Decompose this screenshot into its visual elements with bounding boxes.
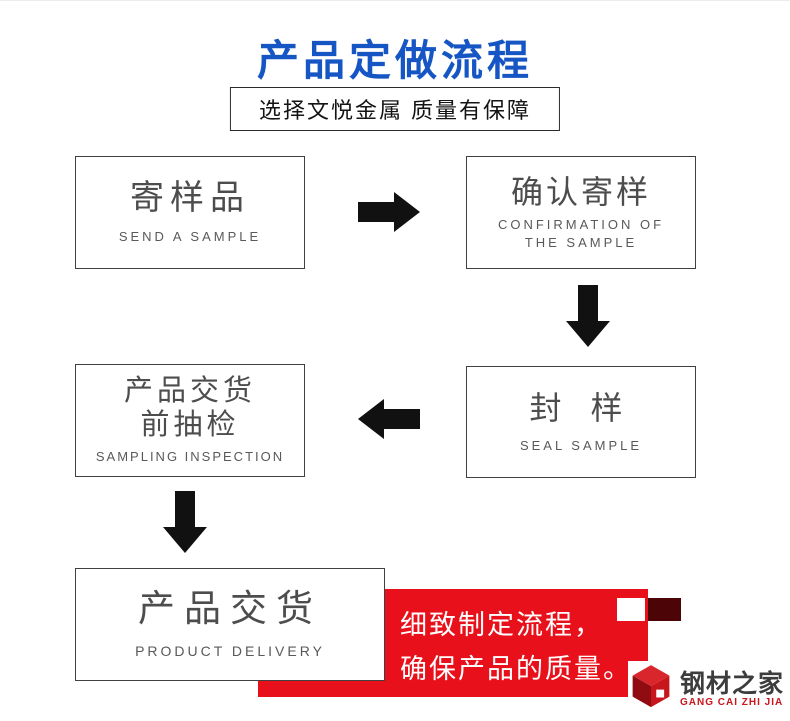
banner-line1: 细致制定流程，: [400, 610, 603, 640]
step-cn-label: 封 样: [529, 389, 633, 426]
step-en-label: PRODUCT DELIVERY: [135, 643, 325, 660]
page-title: 产品定做流程: [256, 37, 533, 84]
arrow-left-icon: [358, 397, 420, 441]
step-en-label: SAMPLING INSPECTION: [95, 449, 285, 465]
arrow-down-icon: [565, 285, 611, 347]
step-en-label: SEAL SAMPLE: [519, 437, 643, 453]
flow-step-seal-sample: 封 样 SEAL SAMPLE: [466, 366, 696, 478]
decor-square-white: [617, 598, 645, 621]
flow-step-confirm-sample: 确认寄样 CONFIRMATION OF THE SAMPLE: [466, 156, 696, 269]
step-cn-label: 产品交货 前抽检: [123, 375, 256, 441]
step-cn-label: 确认寄样: [510, 173, 651, 210]
step-en-label: SEND A SAMPLE: [118, 229, 262, 245]
cube-icon: [630, 663, 672, 716]
brand-name: 钢材之家: [680, 669, 785, 698]
page-subtitle: 选择文悦金属 质量有保障: [229, 87, 561, 131]
step-en-label: CONFIRMATION OF THE SAMPLE: [497, 217, 665, 250]
brand-logo: 钢材之家 GANG CAI ZHI JIA: [628, 661, 789, 718]
arrow-down-icon: [162, 491, 208, 553]
flow-step-product-delivery: 产品交货 PRODUCT DELIVERY: [75, 568, 385, 681]
brand-tagline: GANG CAI ZHI JIA: [680, 697, 784, 709]
decor-square-dark: [648, 598, 681, 621]
banner-line2: 确保产品的质量。: [400, 654, 632, 684]
arrow-right-icon: [358, 190, 420, 234]
step-cn-label: 产品交货: [138, 587, 322, 629]
flow-step-sampling-inspection: 产品交货 前抽检 SAMPLING INSPECTION: [75, 364, 305, 477]
brand-text: 钢材之家 GANG CAI ZHI JIA: [680, 669, 785, 709]
flow-step-send-sample: 寄样品 SEND A SAMPLE: [75, 156, 305, 269]
step-cn-label: 寄样品: [130, 179, 250, 218]
